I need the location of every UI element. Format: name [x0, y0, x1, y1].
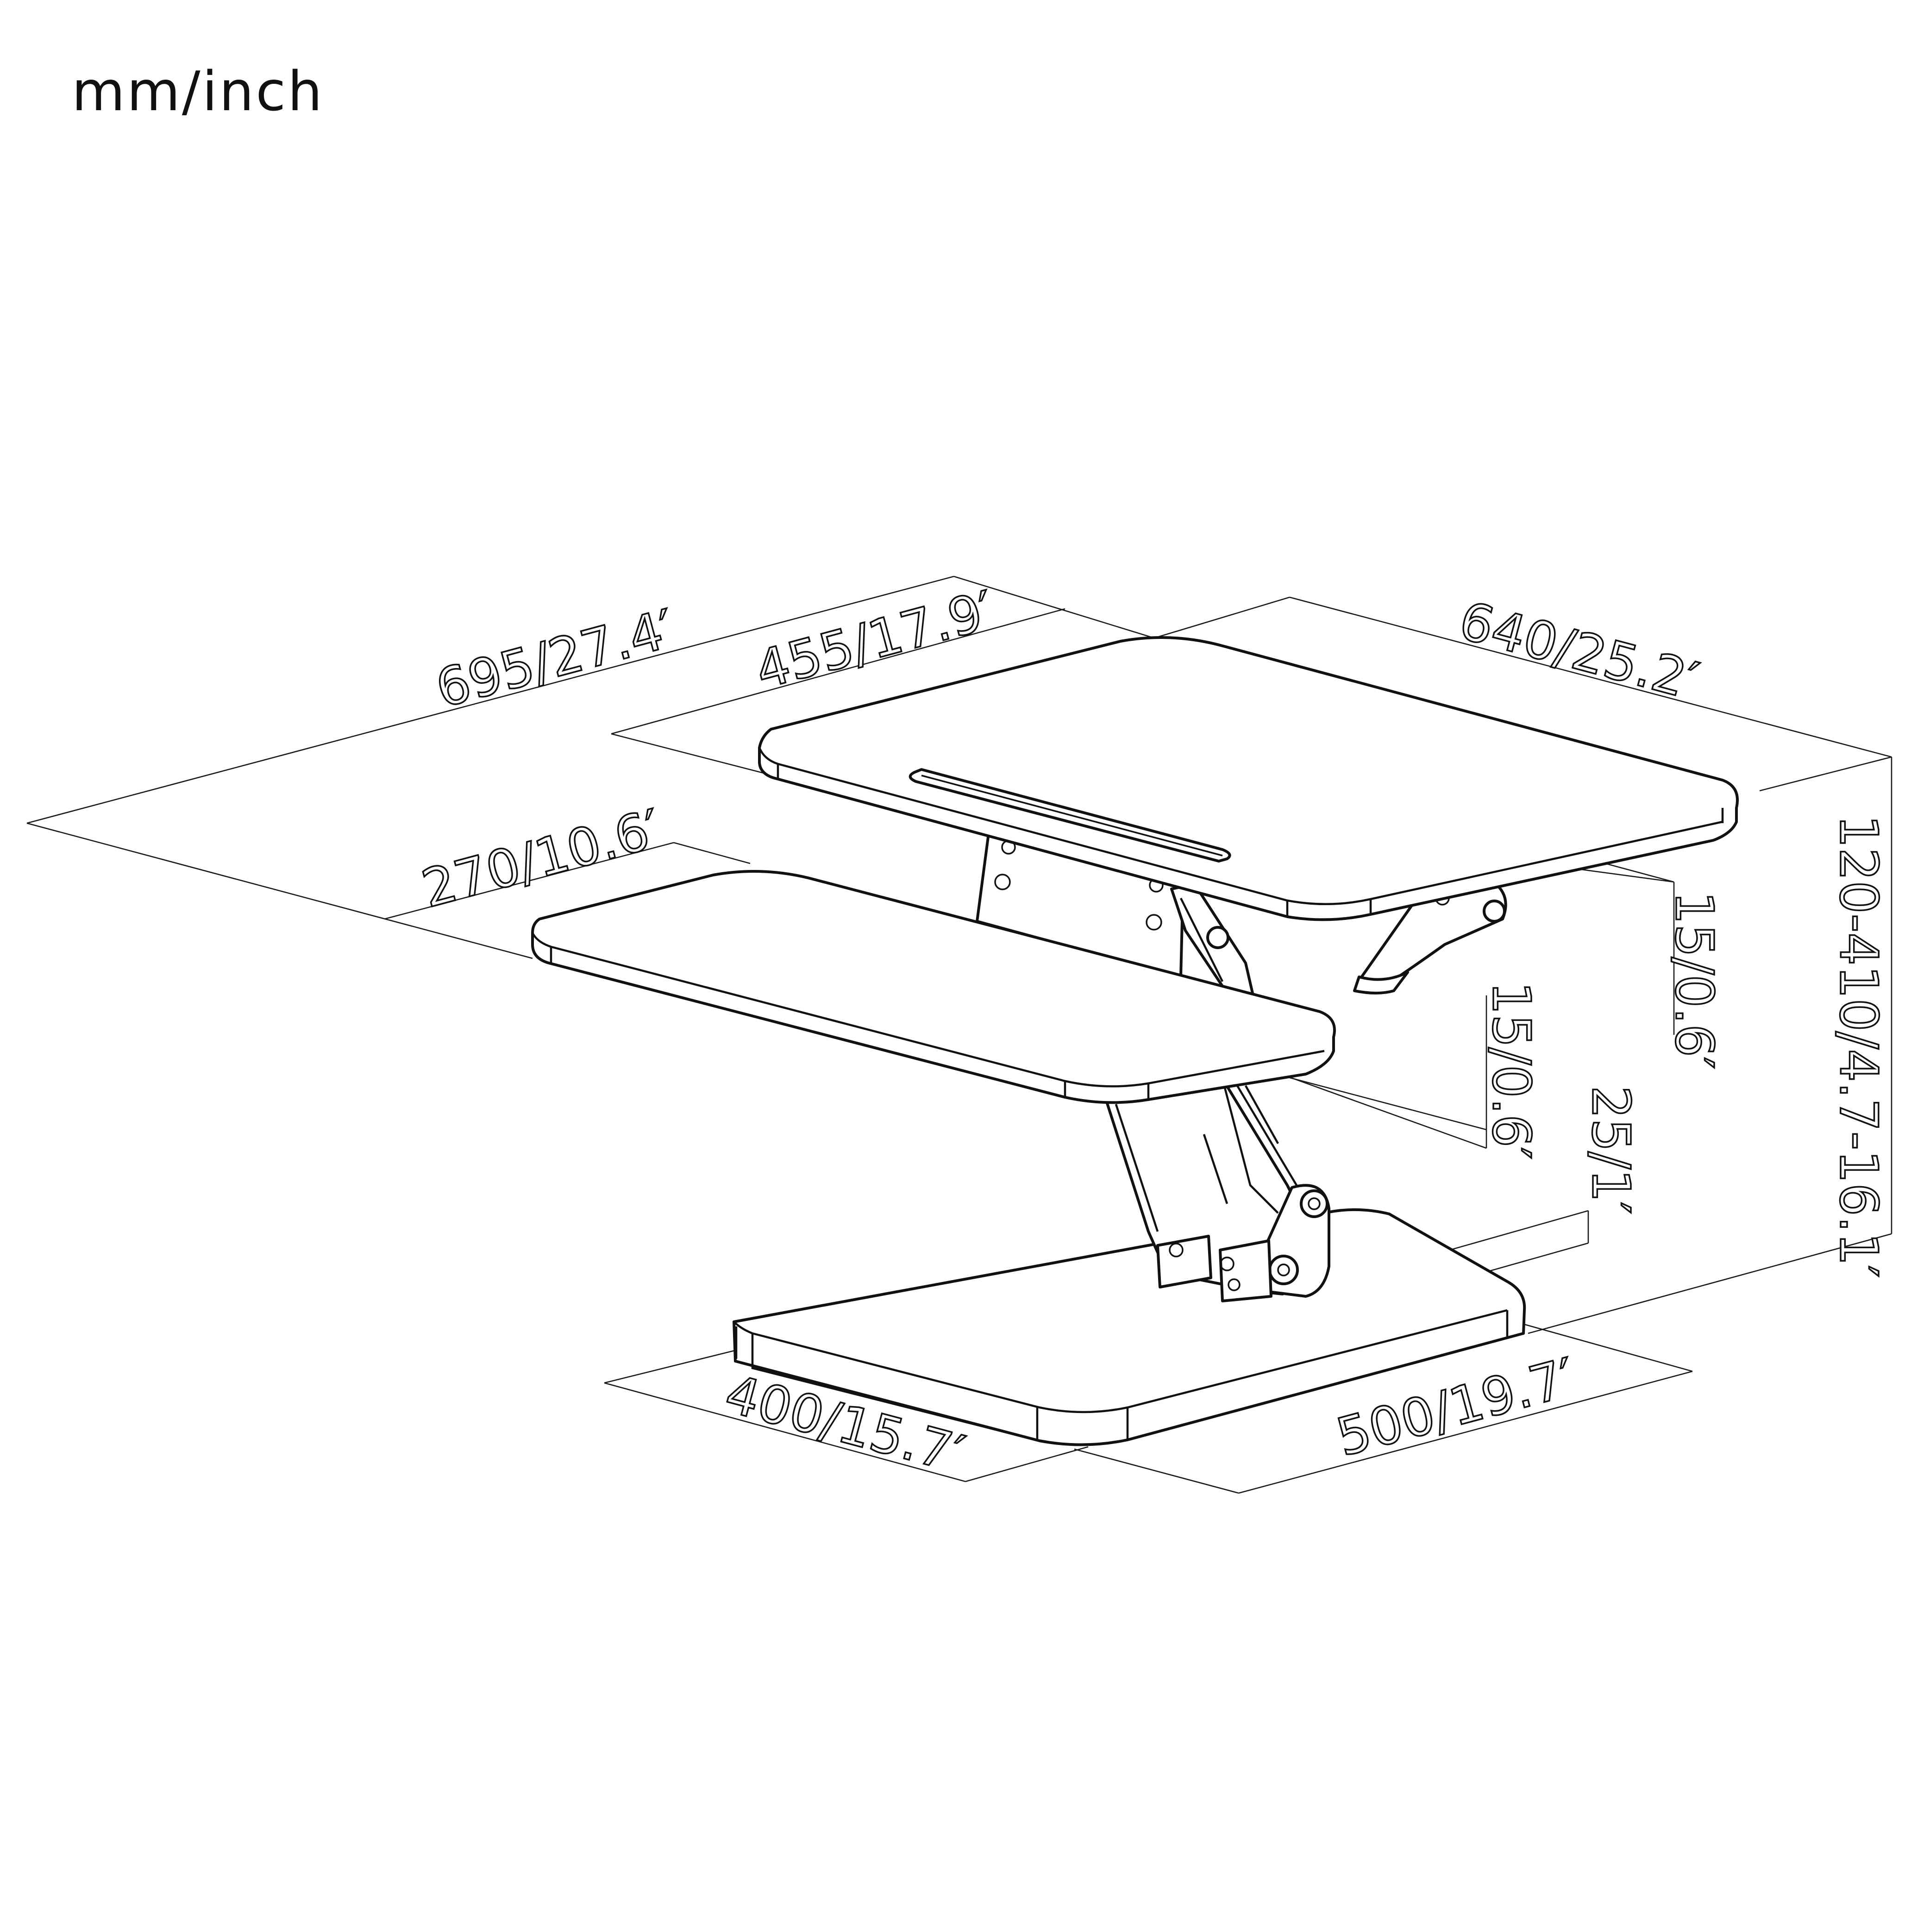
dim-line-keyboard-depth	[384, 842, 674, 920]
label-top-width: 640/25.2′	[1453, 591, 1704, 712]
keyboard-tray	[531, 870, 1336, 1104]
units-label: mm/inch	[72, 59, 324, 123]
screw-icon	[1220, 1257, 1234, 1271]
screw-icon	[1228, 1278, 1241, 1291]
dim-line-base-width	[1238, 1370, 1693, 1494]
lift-mechanism	[976, 832, 1507, 1302]
label-base-thickness: 25/1′	[1580, 1086, 1641, 1214]
screw-icon	[1146, 914, 1162, 931]
label-keyboard-thickness: 15/0.6′	[1481, 982, 1541, 1159]
desktop-top	[758, 636, 1739, 921]
dim-line-total-depth	[26, 575, 954, 824]
screw-icon	[994, 874, 1011, 890]
dim-line-top-depth	[611, 608, 1065, 735]
label-top-thickness: 15/0.6′	[1664, 891, 1724, 1069]
label-total-depth: 695/27.4′	[430, 598, 681, 719]
pivot-icon	[1206, 926, 1229, 949]
pivot-icon	[1300, 1189, 1328, 1218]
dim-line-base-depth	[604, 1382, 966, 1482]
pivot-icon	[1268, 1255, 1299, 1285]
pivot-icon	[1483, 900, 1506, 923]
label-height-range: 120-410/4.7-16.1′	[1828, 815, 1888, 1277]
screw-icon	[1169, 1243, 1184, 1257]
